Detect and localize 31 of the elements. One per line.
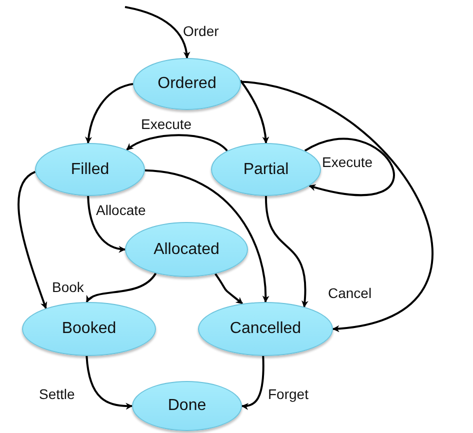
state-label: Cancelled xyxy=(230,319,302,339)
state-ellipse xyxy=(125,222,248,277)
edge-label: Cancel xyxy=(328,286,372,300)
arrow xyxy=(240,80,433,332)
state-label: Booked xyxy=(62,319,116,339)
state-label: Done xyxy=(168,396,206,416)
arrow xyxy=(85,83,134,144)
arrow xyxy=(241,356,264,410)
arrow xyxy=(240,80,269,144)
arrow xyxy=(126,134,228,152)
edge-label: Execute xyxy=(141,117,192,131)
state-ellipse xyxy=(211,143,321,196)
state-label: Allocated xyxy=(154,240,220,260)
arrow xyxy=(86,356,133,410)
state-label: Filled xyxy=(70,160,110,180)
arrow xyxy=(87,196,126,252)
edge-label: Forget xyxy=(268,387,308,401)
arrow xyxy=(304,138,395,196)
arrow xyxy=(18,170,48,309)
edge-label: Allocate xyxy=(96,203,146,217)
arrow xyxy=(124,6,190,59)
state-label: Partial xyxy=(243,160,289,180)
state-label: Ordered xyxy=(158,74,216,94)
arrow xyxy=(214,273,244,304)
edge-label: Book xyxy=(52,280,84,294)
edge-label: Order xyxy=(183,24,219,38)
edge-label: Execute xyxy=(322,155,373,169)
arrow xyxy=(265,196,308,308)
edge-label: Settle xyxy=(39,387,75,401)
arrow xyxy=(144,169,269,303)
arrow xyxy=(86,272,157,303)
